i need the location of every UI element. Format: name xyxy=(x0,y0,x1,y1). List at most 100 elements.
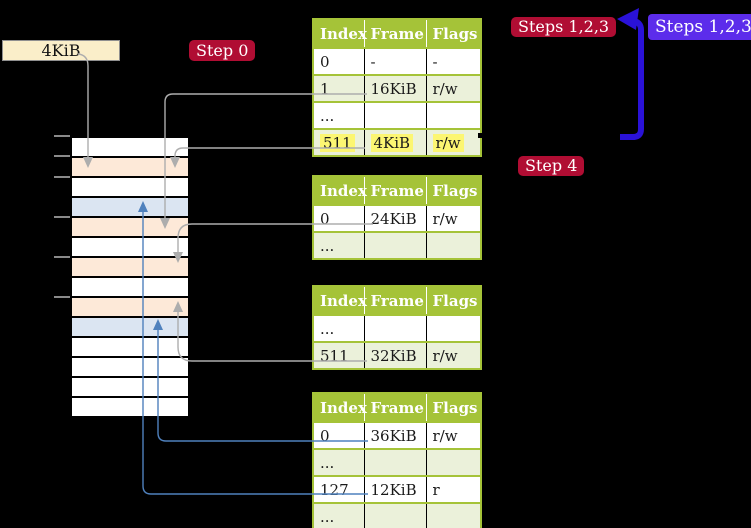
column-header-flags: Flags xyxy=(426,176,481,205)
memory-frame-row-white xyxy=(72,378,188,398)
memory-frame-row-white xyxy=(72,238,188,258)
highlighted-value: 511 xyxy=(320,133,355,152)
table-cell: - xyxy=(426,47,481,75)
address-tick xyxy=(54,135,70,137)
table-cell xyxy=(364,314,427,342)
table-cell: r xyxy=(426,475,481,503)
memory-frame-row-white xyxy=(72,278,188,298)
table-cell: 12KiB xyxy=(364,475,427,503)
frame-size-label: 4KiB xyxy=(2,40,120,61)
table-cell xyxy=(426,101,481,129)
memory-frame-row-peach xyxy=(72,298,188,318)
table-cell: 0 xyxy=(313,47,365,75)
column-header-frame: Frame xyxy=(364,286,427,315)
table-cell: r/w xyxy=(426,204,481,232)
table-cell: - xyxy=(364,47,427,75)
physical-memory-stack xyxy=(70,136,190,418)
table-cell xyxy=(426,231,481,259)
memory-frame-row-white xyxy=(72,138,188,158)
table-cell: ... xyxy=(313,502,365,528)
memory-frame-row-white xyxy=(72,398,188,416)
table-cell: 1 xyxy=(313,74,365,102)
memory-frame-row-white xyxy=(72,178,188,198)
column-header-index: Index xyxy=(313,176,367,205)
table-cell xyxy=(364,231,427,259)
table-cell: ... xyxy=(313,314,365,342)
address-tick xyxy=(54,296,70,298)
address-tick xyxy=(54,176,70,178)
badge-steps1234: Steps 1,2,3,4 xyxy=(648,14,751,40)
table-row: ... xyxy=(313,502,481,528)
memory-frame-row-peach xyxy=(72,158,188,178)
memory-frame-row-peach xyxy=(72,218,188,238)
table-row: 511 4KiB r/w xyxy=(313,128,481,156)
table-cell: r/w xyxy=(426,421,481,449)
table-row: ... xyxy=(313,101,481,129)
table-cell: ... xyxy=(313,231,365,259)
address-tick xyxy=(54,155,70,157)
column-header-frame: Frame xyxy=(364,176,427,205)
column-header-index: Index xyxy=(313,19,367,48)
table-cell: r/w xyxy=(426,341,481,369)
table-cell: 511 xyxy=(313,341,365,369)
badge-step0: Step 0 xyxy=(189,40,256,61)
table-cell: 127 xyxy=(313,475,365,503)
memory-frame-row-white xyxy=(72,358,188,378)
table-cell xyxy=(426,448,481,476)
table-cell: 36KiB xyxy=(364,421,427,449)
memory-frame-row-peach xyxy=(72,258,188,278)
table-cell xyxy=(364,502,427,528)
memory-frame-row-blue xyxy=(72,318,188,338)
table-cell: 0 xyxy=(313,421,365,449)
table-cell xyxy=(364,448,427,476)
column-header-flags: Flags xyxy=(426,286,481,315)
highlighted-value: 4KiB xyxy=(370,133,414,152)
table-cell xyxy=(364,101,427,129)
table-row: ... xyxy=(313,231,481,259)
memory-frame-row-white xyxy=(72,338,188,358)
column-header-frame: Frame xyxy=(364,393,427,422)
table-cell: 16KiB xyxy=(364,74,427,102)
table-cell: r/w xyxy=(426,128,481,156)
column-header-index: Index xyxy=(313,393,367,422)
table-cell: 0 xyxy=(313,204,365,232)
table-cell: ... xyxy=(313,448,365,476)
column-header-flags: Flags xyxy=(426,19,481,48)
address-tick xyxy=(54,216,70,218)
table-row: ... xyxy=(313,314,481,342)
table-cell: 24KiB xyxy=(364,204,427,232)
table-cell: 511 xyxy=(313,128,365,156)
column-header-index: Index xyxy=(313,286,367,315)
big-step-loop-arrow xyxy=(620,18,644,140)
table-row: ... xyxy=(313,448,481,476)
table-cell xyxy=(426,314,481,342)
column-header-frame: Frame xyxy=(364,19,427,48)
table-cell: 4KiB xyxy=(364,128,427,156)
address-tick xyxy=(54,256,70,258)
highlighted-value: r/w xyxy=(432,133,464,152)
memory-frame-row-blue xyxy=(72,198,188,218)
badge-steps123: Steps 1,2,3 xyxy=(511,17,617,37)
badge-step4: Step 4 xyxy=(518,156,585,176)
table-cell xyxy=(426,502,481,528)
table-row: 0-- xyxy=(313,47,481,75)
big-arrowhead-left-icon xyxy=(617,8,639,30)
column-header-flags: Flags xyxy=(426,393,481,422)
